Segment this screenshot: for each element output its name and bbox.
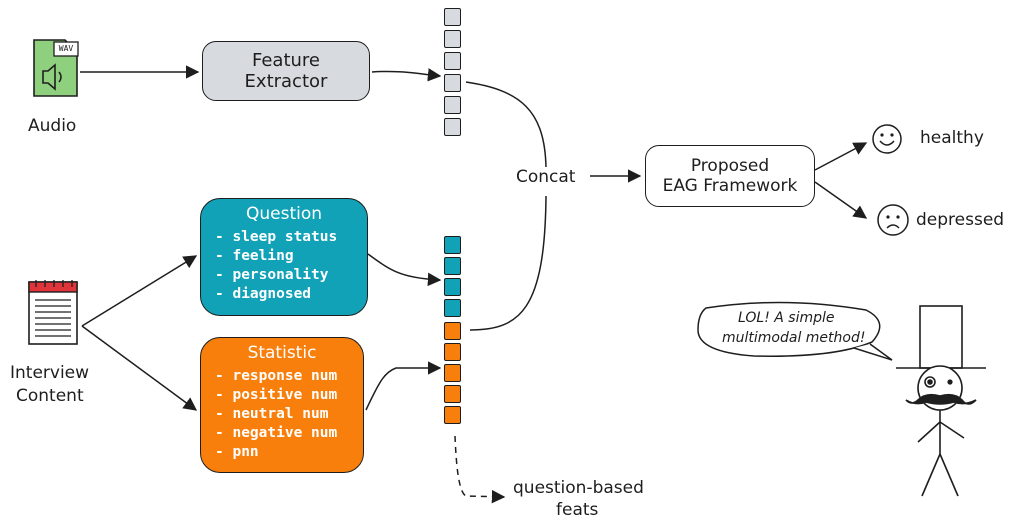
vector-cell	[444, 96, 461, 114]
statistic-list: - response num - positive num - neutral …	[201, 367, 363, 462]
vector-cell	[444, 322, 461, 340]
interview-label-line1: Interview	[10, 363, 90, 383]
sad-face-icon	[875, 202, 911, 242]
statistic-item: - pnn	[215, 444, 259, 460]
vector-cell	[444, 406, 461, 424]
speech-bubble	[694, 300, 904, 374]
vector-cell	[444, 385, 461, 403]
audio-file-icon	[31, 37, 81, 99]
vector-cell	[444, 52, 461, 70]
question-item: - feeling	[215, 248, 294, 264]
statistic-title: Statistic	[247, 343, 317, 363]
vector-cell	[444, 30, 461, 48]
question-title: Question	[245, 204, 323, 224]
speech-line1: LOL! A simple	[738, 310, 835, 326]
vector-cell	[444, 257, 461, 275]
audio-label: Audio	[28, 116, 77, 136]
question-list: - sleep status - feeling - personality -…	[201, 228, 367, 304]
framework-box: Proposed EAG Framework	[645, 145, 815, 207]
interview-document-icon	[27, 278, 81, 348]
concat-label: Concat	[514, 167, 578, 187]
question-feats-line2: feats	[556, 500, 599, 520]
audio-file-tag: WAV	[58, 44, 74, 53]
feature-extractor-line2: Extractor	[244, 71, 328, 92]
question-item: - sleep status	[215, 229, 338, 245]
vector-cell	[444, 118, 461, 136]
framework-line2: EAG Framework	[662, 176, 798, 196]
statistic-item: - positive num	[215, 387, 338, 403]
vector-cell	[444, 278, 461, 296]
feature-extractor-line1: Feature	[251, 50, 321, 71]
stick-figure-with-top-hat	[888, 296, 998, 510]
vector-cell	[444, 299, 461, 317]
framework-line1: Proposed	[690, 156, 770, 176]
vector-cell	[444, 74, 461, 92]
statistic-item: - response num	[215, 368, 338, 384]
statistic-item: - negative num	[215, 425, 338, 441]
interview-label-line2: Content	[16, 386, 84, 406]
question-item: - diagnosed	[215, 286, 312, 302]
question-feats-line1: question-based	[513, 478, 644, 498]
vector-cell	[444, 8, 461, 26]
smiley-face-icon	[870, 122, 904, 160]
vector-cell	[444, 343, 461, 361]
question-box: Question - sleep status - feeling - pers…	[200, 198, 368, 316]
healthy-label: healthy	[920, 128, 984, 148]
vector-cell	[444, 364, 461, 382]
depressed-label: depressed	[916, 210, 1005, 230]
statistic-box: Statistic - response num - positive num …	[200, 337, 364, 473]
question-item: - personality	[215, 267, 329, 283]
feature-extractor-box: Feature Extractor	[202, 41, 370, 101]
statistic-item: - neutral num	[215, 406, 329, 422]
speech-line2: multimodal method!	[722, 330, 866, 346]
vector-cell	[444, 236, 461, 254]
